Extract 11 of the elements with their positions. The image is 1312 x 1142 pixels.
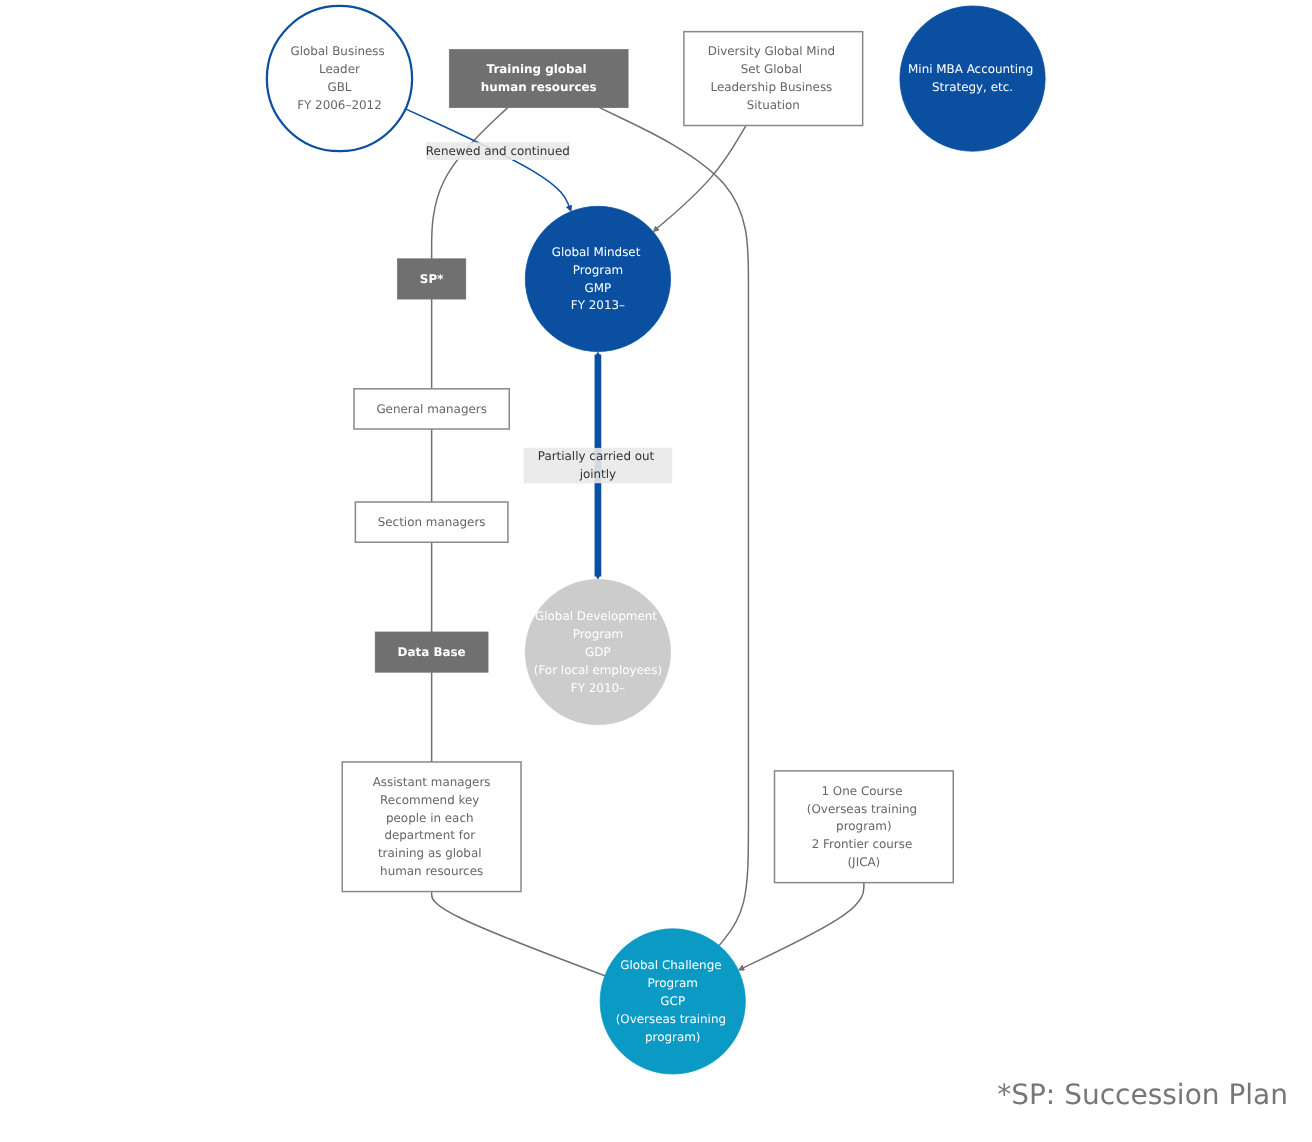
arrow [404, 108, 573, 212]
footnote: *SP: Succession Plan [995, 1080, 1290, 1112]
connector [430, 298, 433, 390]
arrow [652, 124, 747, 232]
connector [598, 106, 750, 947]
connector [430, 428, 433, 503]
connector [430, 541, 433, 633]
arrow [738, 881, 865, 971]
connector [430, 671, 433, 763]
connector [430, 890, 606, 977]
connector [430, 106, 509, 260]
